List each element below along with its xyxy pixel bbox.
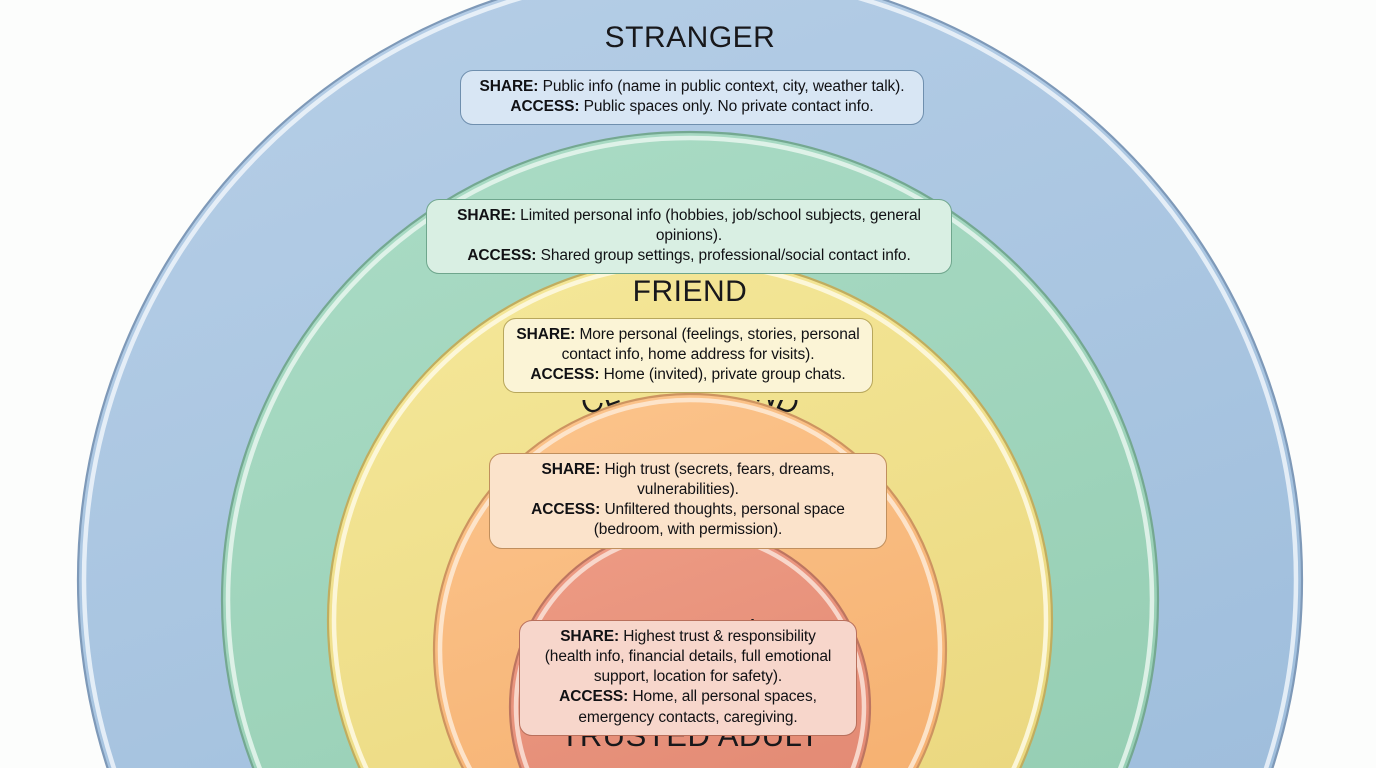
- info-box-acquaintance: SHARE: Limited personal info (hobbies, j…: [426, 199, 952, 275]
- friend-access-line: ACCESS: Home (invited), private group ch…: [516, 365, 860, 385]
- stranger-access-line: ACCESS: Public spaces only. No private c…: [473, 97, 911, 117]
- family-access-text-1: Home, all personal spaces,: [632, 688, 817, 706]
- share-label: SHARE:: [457, 207, 516, 224]
- access-label: ACCESS:: [510, 98, 580, 116]
- access-label: ACCESS:: [559, 688, 629, 706]
- info-box-stranger: SHARE: Public info (name in public conte…: [460, 70, 924, 126]
- acquaintance-share-text: Limited personal info (hobbies, job/scho…: [520, 207, 921, 245]
- friend-share-line-1: SHARE: More personal (feelings, stories,…: [516, 325, 860, 345]
- acquaintance-share-line: SHARE: Limited personal info (hobbies, j…: [439, 206, 939, 246]
- stranger-share-text: Public info (name in public context, cit…: [542, 78, 905, 95]
- family-share-line-3: support, location for safety).: [593, 668, 783, 686]
- friend-share-text-1: More personal (feelings, stories, person…: [579, 326, 860, 343]
- info-box-close-friend: SHARE: High trust (secrets, fears, dream…: [489, 453, 887, 549]
- friend-access-text: Home (invited), private group chats.: [603, 366, 846, 384]
- access-label: ACCESS:: [530, 366, 600, 384]
- family-access-line-1: ACCESS: Home, all personal spaces,: [532, 687, 844, 707]
- access-label: ACCESS:: [467, 247, 537, 265]
- acquaintance-access-text: Shared group settings, professional/soci…: [540, 247, 911, 265]
- layer-title-friend: FRIEND: [632, 275, 748, 308]
- close-friend-access-line-1: ACCESS: Unfiltered thoughts, personal sp…: [502, 500, 874, 520]
- share-label: SHARE:: [560, 628, 620, 645]
- access-label: ACCESS:: [531, 501, 601, 519]
- share-label: SHARE:: [541, 461, 601, 478]
- family-share-text-1: Highest trust & responsibility: [623, 628, 816, 645]
- close-friend-share-line: SHARE: High trust (secrets, fears, dream…: [502, 460, 874, 500]
- share-label: SHARE:: [516, 326, 576, 343]
- info-box-family-trusted-adult: SHARE: Highest trust & responsibility (h…: [519, 620, 857, 736]
- family-share-line-1: SHARE: Highest trust & responsibility: [532, 627, 844, 647]
- stranger-share-line: SHARE: Public info (name in public conte…: [473, 77, 911, 97]
- family-share-line-2: (health info, financial details, full em…: [544, 648, 832, 666]
- layer-title-stranger: STRANGER: [604, 21, 776, 54]
- acquaintance-access-line: ACCESS: Shared group settings, professio…: [439, 246, 939, 266]
- close-friend-share-text: High trust (secrets, fears, dreams, vuln…: [604, 461, 835, 499]
- info-box-friend: SHARE: More personal (feelings, stories,…: [503, 318, 873, 394]
- family-access-line-2: emergency contacts, caregiving.: [578, 708, 798, 726]
- close-friend-access-line-2: (bedroom, with permission).: [593, 521, 783, 539]
- stranger-access-text: Public spaces only. No private contact i…: [583, 98, 874, 116]
- close-friend-access-text-1: Unfiltered thoughts, personal space: [604, 501, 845, 519]
- friend-share-line-2: contact info, home address for visits).: [561, 346, 815, 364]
- share-label: SHARE:: [479, 78, 539, 95]
